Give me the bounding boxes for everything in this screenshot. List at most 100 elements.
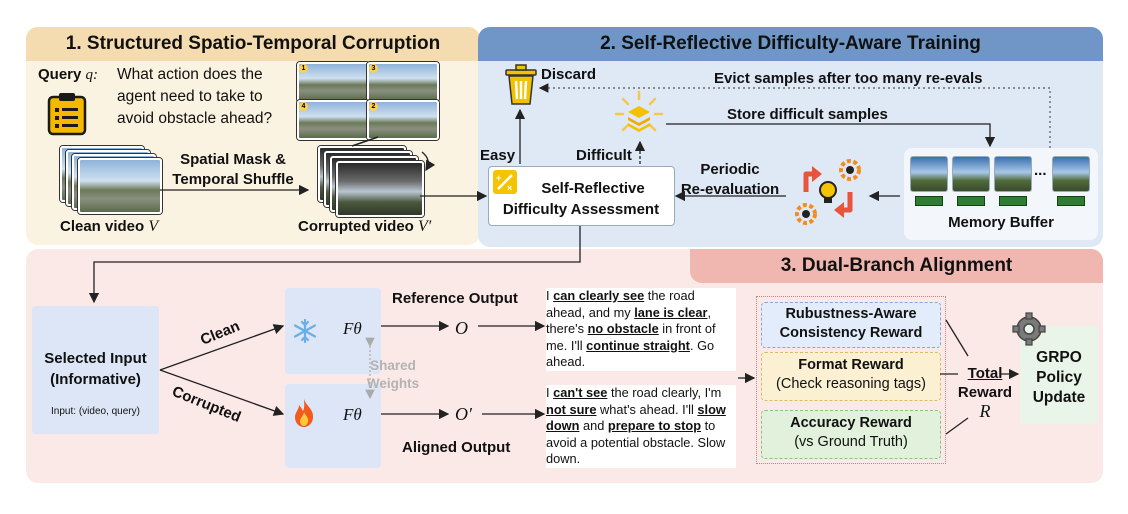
assessment-title: Self-Reflective Difficulty Assessment (492, 178, 670, 220)
frame-number-badge: 1 (299, 64, 308, 73)
total-reward-var: R (979, 401, 991, 421)
response-text-segment: in front of me. I'll (546, 321, 716, 353)
frame-number-badge: 2 (369, 102, 378, 111)
gear-icon (1012, 312, 1046, 346)
format-reward-line1: Format Reward (798, 357, 904, 373)
input-desc: Input: (video, query) (51, 406, 140, 417)
memory-buffer-label: Memory Buffer (948, 214, 1054, 231)
robustness-reward-line2: Consistency Reward (779, 325, 923, 341)
response-text-segment: , there's (546, 304, 712, 337)
reward-group-box (756, 296, 946, 464)
buffer-sample-thumbnail (910, 156, 948, 192)
total-reward-label: Total Reward R (950, 364, 1020, 421)
clean-model-box (285, 288, 381, 374)
accuracy-reward-line2: (vs Ground Truth) (794, 434, 908, 450)
reference-output-text: I can clearly see the road ahead, and my… (546, 288, 736, 371)
clean-model-symbol: Fθ (343, 319, 362, 338)
grpo-line3: Update (1032, 389, 1086, 406)
shuffled-frame-4 (367, 100, 439, 140)
total-reward-line2: Reward (957, 384, 1013, 401)
clean-video-label-text: Clean video (60, 218, 145, 235)
query-var: q: (85, 67, 99, 83)
emphasized-phrase: not sure (546, 401, 597, 417)
emphasized-phrase: slow down (546, 401, 726, 434)
assessment-line1: Self-Reflective (541, 180, 645, 197)
buffer-sample-tag (999, 196, 1027, 206)
reference-output-label: Reference Output (392, 290, 518, 307)
buffer-sample-thumbnail (994, 156, 1032, 192)
layers-idea-icon (614, 90, 664, 140)
buffer-sample-thumbnail (1052, 156, 1090, 192)
emphasized-phrase: prepare to stop (607, 418, 702, 433)
total-reward-line1: Total (967, 365, 1003, 382)
cycle-gears-icon (788, 152, 868, 232)
clean-video-frame (78, 158, 162, 214)
periodic-line1: Periodic (700, 161, 760, 178)
difficult-label: Difficult (576, 147, 632, 164)
corrupted-video-label: Corrupted video V′ (298, 218, 431, 236)
corrupted-video-label-text: Corrupted video (298, 218, 414, 235)
buffer-sample-thumbnail (952, 156, 990, 192)
accuracy-reward-line1: Accuracy Reward (790, 415, 912, 431)
query-label: Query q: (38, 66, 98, 84)
easy-label: Easy (480, 147, 516, 164)
buffer-sample-tag (1057, 196, 1085, 206)
assessment-line2: Difficulty Assessment (502, 201, 660, 218)
corruption-operation-label: Spatial Mask & Temporal Shuffle (168, 150, 298, 190)
emphasized-phrase: continue straight (586, 337, 690, 353)
query-text: What action does the agent need to take … (117, 66, 273, 127)
trash-icon (504, 64, 538, 106)
shared-weights-line1: Shared (370, 358, 416, 373)
buffer-ellipsis: ... (1034, 162, 1047, 179)
corrupted-video-frame (336, 161, 424, 217)
emphasized-phrase: can't see (553, 385, 608, 400)
section2-title: 2. Self-Reflective Difficulty-Aware Trai… (600, 33, 981, 54)
accuracy-reward-box: Accuracy Reward (vs Ground Truth) (761, 410, 941, 459)
section1-title: 1. Structured Spatio-Temporal Corruption (65, 33, 441, 54)
section2-header (478, 27, 1103, 61)
emphasized-phrase: can clearly see (553, 288, 645, 303)
response-text-segment: I (546, 385, 554, 400)
output-o-prime-symbol: O′ (455, 404, 472, 424)
grpo-box (1020, 326, 1098, 424)
svg-text:+: + (496, 173, 501, 183)
buffer-sample-tag (915, 196, 943, 206)
section3-title: 3. Dual-Branch Alignment (780, 255, 1013, 276)
response-text-segment: and (579, 418, 608, 433)
format-reward-box: Format Reward (Check reasoning tags) (761, 352, 941, 401)
corruption-op-line2: Temporal Shuffle (172, 171, 294, 188)
selected-input-line1: Selected Input (44, 350, 147, 367)
periodic-label: Periodic Re-evaluation (676, 160, 784, 200)
selected-input-title: Selected Input (Informative) (32, 348, 159, 390)
response-text-segment: the road clearly, I'm (607, 385, 722, 400)
shared-weights-label: Shared Weights (362, 357, 424, 393)
response-text-segment: . Go ahead. (546, 337, 715, 370)
format-reward-line2: (Check reasoning tags) (776, 376, 926, 392)
section3-header (690, 249, 1103, 283)
evict-label: Evict samples after too many re-evals (714, 70, 983, 87)
emphasized-phrase: lane is clear (634, 304, 708, 320)
section1-header (26, 27, 480, 61)
frame-number-badge: 4 (299, 102, 308, 111)
response-text-segment: to avoid a potential obstacle. Slow down… (546, 418, 726, 466)
buffer-sample-tag (957, 196, 985, 206)
selected-input-box (32, 306, 159, 434)
output-o-symbol: O (455, 318, 468, 338)
aligned-output-text: I can't see the road clearly, I'm not su… (546, 385, 736, 468)
grpo-line2: Policy (1036, 369, 1082, 386)
assessment-icon: + × (492, 169, 518, 195)
robustness-reward-box: Rubustness-Aware Consistency Reward (761, 302, 941, 348)
clean-video-var: V (148, 218, 159, 235)
periodic-line2: Re-evaluation (680, 181, 780, 198)
corrupted-model-symbol: Fθ (343, 405, 362, 424)
corrupted-video-var: V′ (418, 218, 432, 235)
grpo-line1: GRPO (1036, 349, 1082, 366)
svg-text:×: × (507, 183, 512, 193)
clean-video-label: Clean video V (60, 218, 158, 236)
fire-icon (292, 398, 316, 428)
grpo-label: GRPO Policy Update (1020, 348, 1098, 408)
emphasized-phrase: no obstacle (587, 321, 659, 336)
frame-number-badge: 3 (369, 64, 378, 73)
aligned-output-label: Aligned Output (402, 439, 511, 456)
query-label-text: Query (38, 66, 82, 83)
